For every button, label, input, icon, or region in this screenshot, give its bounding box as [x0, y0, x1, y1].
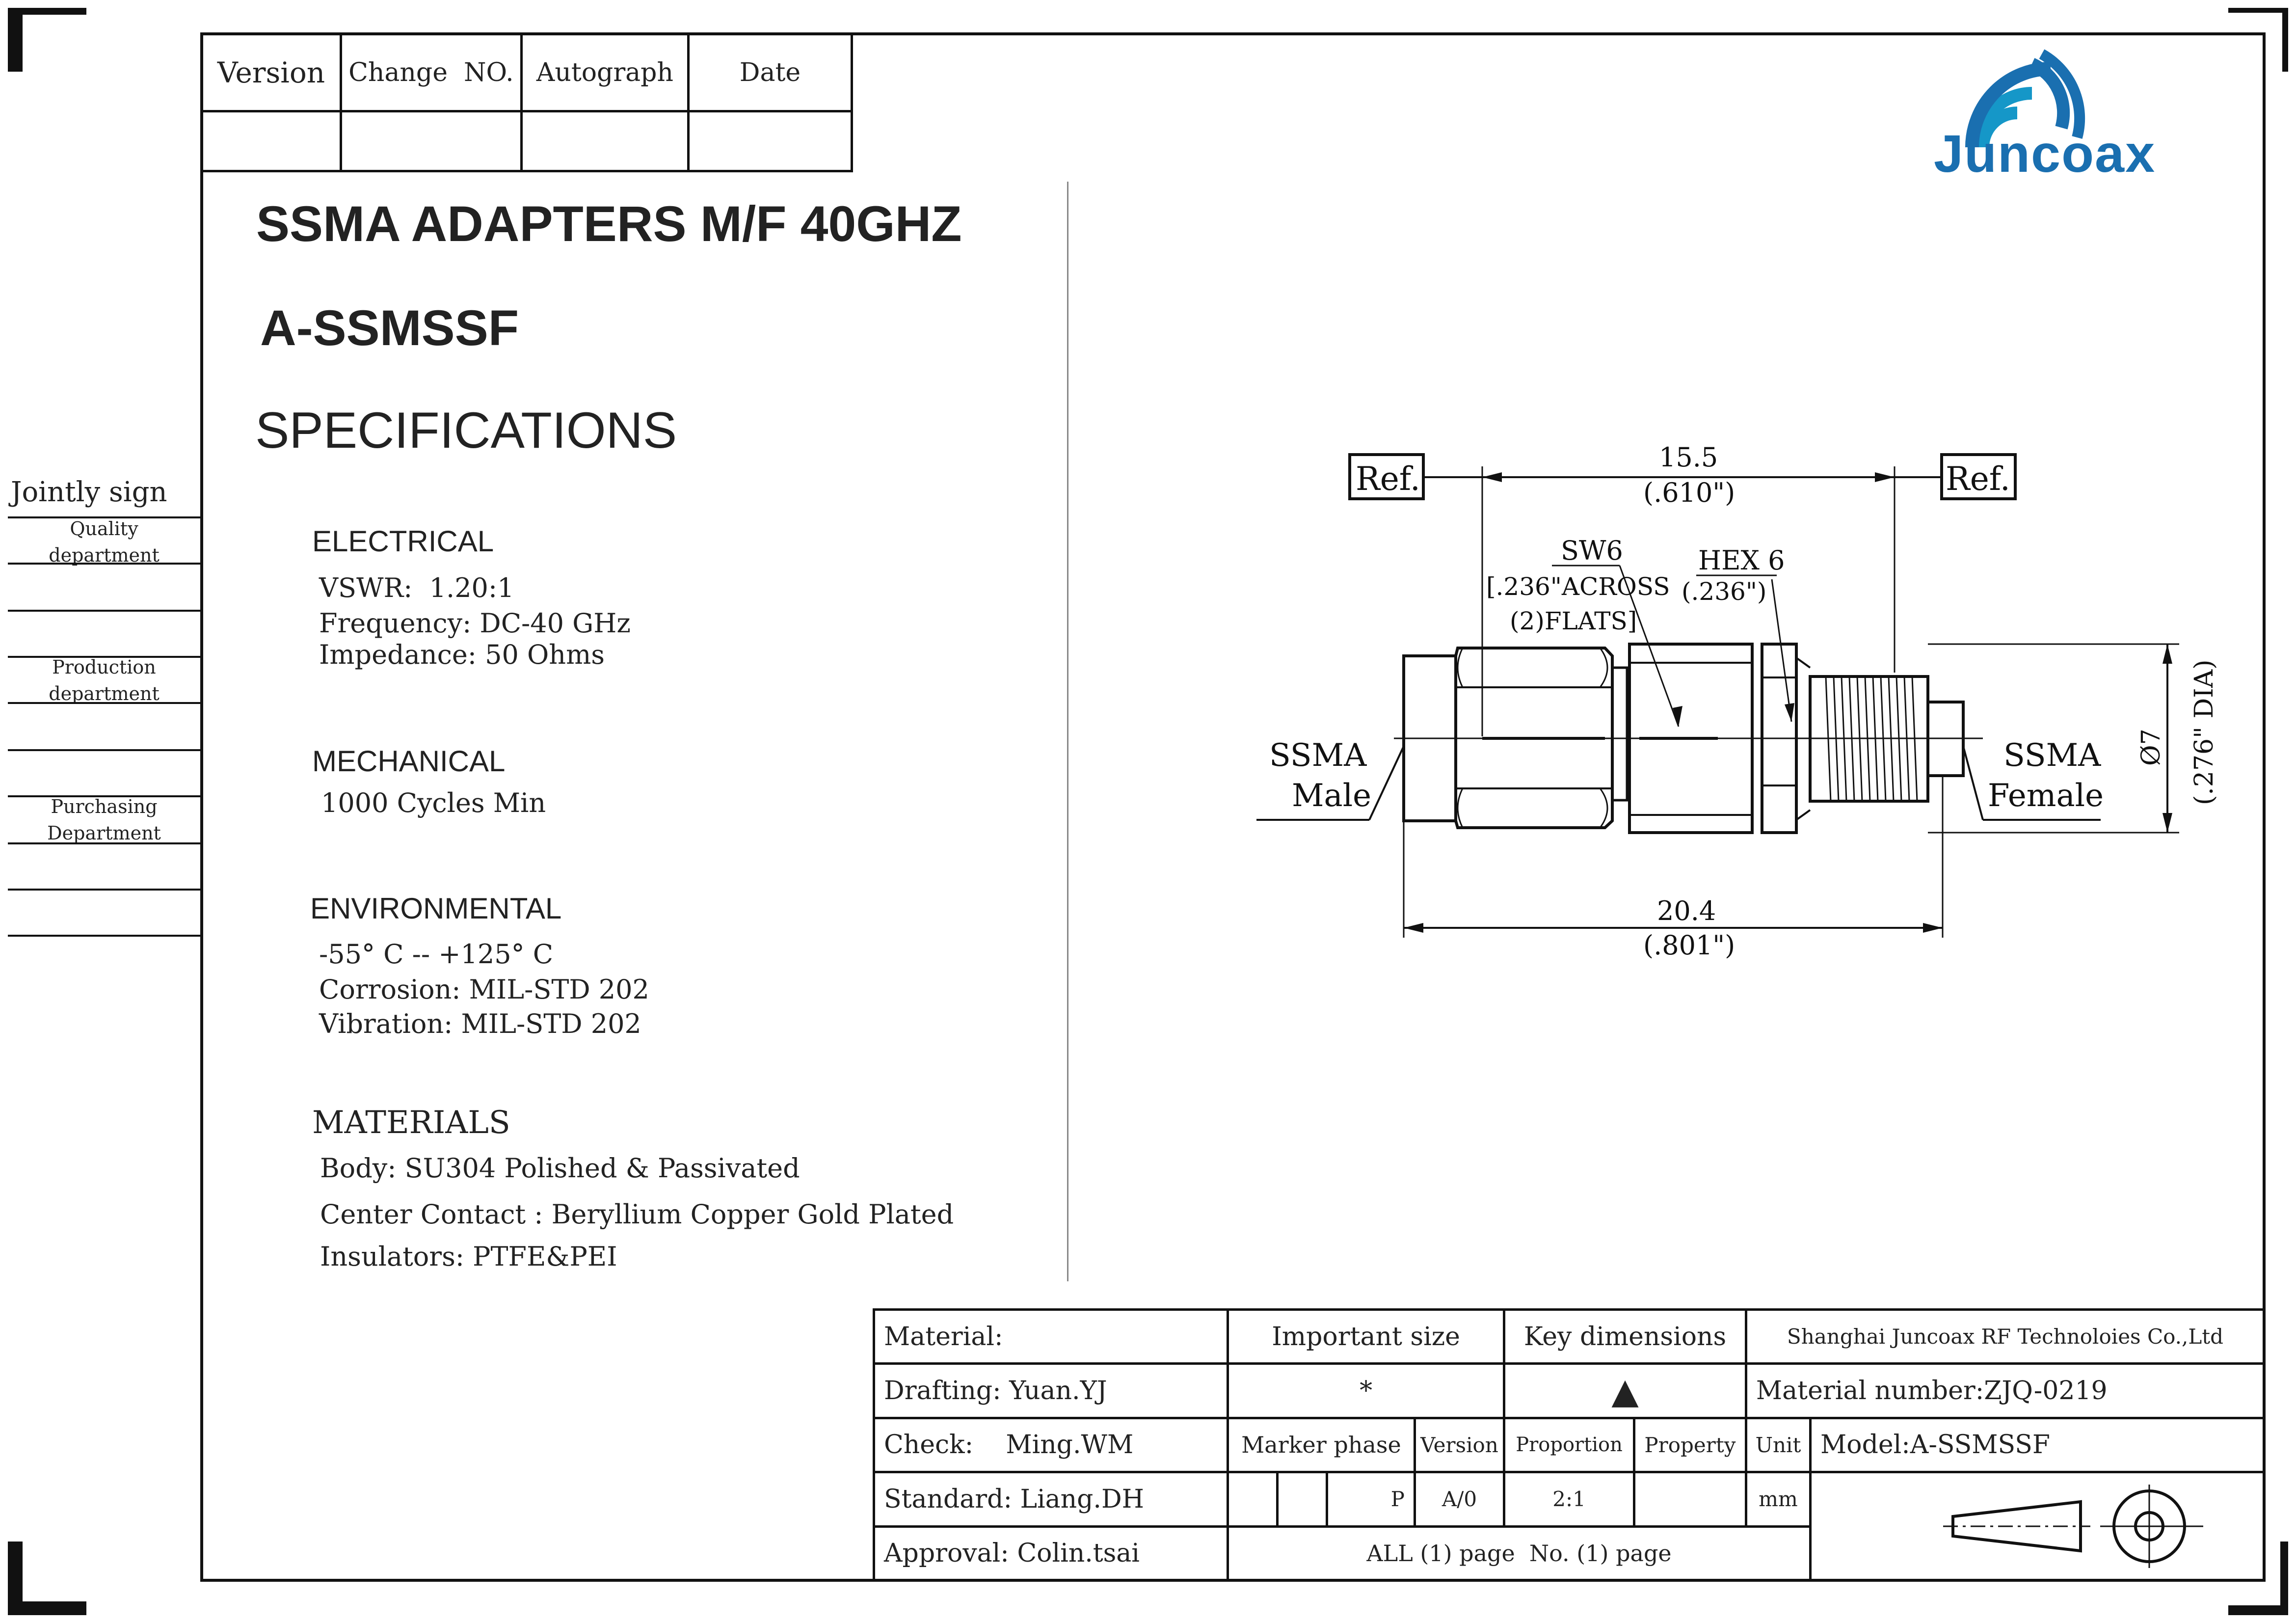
corner-mark-bl-h [8, 1601, 86, 1615]
environmental-vibration: Vibration: MIL-STD 202 [319, 1008, 641, 1039]
materials-body: Body: SU304 Polished & Passivated [320, 1153, 800, 1184]
tb-important-size: Important size [1226, 1308, 1506, 1365]
sign-line [8, 702, 200, 704]
corner-mark-tl-v [8, 8, 23, 72]
company-logo: Juncoax [1934, 49, 2209, 183]
tb-marker-cell [1227, 1471, 1279, 1528]
tb-drafting: Drafting: Yuan.YJ [873, 1362, 1229, 1419]
tb-projection-symbol [1809, 1472, 2266, 1582]
length-mm: 15.5 [1659, 442, 1718, 473]
environmental-temperature: -55° C -- +125° C [319, 939, 554, 970]
materials-heading: MATERIALS [312, 1105, 510, 1141]
sign-line [8, 610, 200, 612]
length-in: (.610") [1643, 477, 1735, 508]
sign-line [8, 935, 200, 937]
corner-mark-tr-v [2282, 8, 2288, 72]
sign-line [8, 563, 200, 565]
sw-in: [.236"ACROSS [1486, 572, 1670, 601]
electrical-frequency: Frequency: DC-40 GHz [319, 608, 631, 639]
materials-insulators: Insulators: PTFE&PEI [320, 1241, 617, 1272]
jointly-sign-label: Jointly sign [11, 476, 167, 508]
hex-in: (.236") [1682, 577, 1766, 606]
sign-line [8, 749, 200, 751]
materials-contact: Center Contact : Beryllium Copper Gold P… [320, 1199, 954, 1230]
sign-line [8, 889, 200, 891]
corner-mark-tr-h [2228, 8, 2287, 13]
sign-line [8, 516, 200, 518]
tb-unit-value: mm [1744, 1471, 1812, 1528]
sign-line [8, 842, 200, 844]
tb-model: Model:A-SSMSSF [1809, 1416, 2266, 1474]
rev-header-autograph: Autograph [520, 32, 690, 112]
electrical-impedance: Impedance: 50 Ohms [319, 639, 605, 670]
tb-version-label: Version [1413, 1416, 1506, 1474]
logo-text: Juncoax [1934, 124, 2156, 183]
tb-standard: Standard: Liang.DH [873, 1471, 1229, 1528]
tb-key-dimensions: Key dimensions [1503, 1308, 1747, 1365]
tb-marker-cell [1276, 1471, 1328, 1528]
overall-in: (.801") [1643, 930, 1735, 961]
sw-flats: (2)FLATS] [1510, 607, 1637, 635]
male-hex-nut [1454, 647, 1614, 829]
rev-header-date: Date [687, 32, 854, 112]
sign-line [8, 656, 200, 658]
tb-approval: Approval: Colin.tsai [873, 1525, 1229, 1582]
female-label-1: SSMA [2003, 737, 2101, 774]
revision-table: Version Change NO. Autograph Date [200, 32, 854, 172]
dept-production: Production department [49, 656, 160, 704]
tb-important-mark: * [1226, 1362, 1506, 1419]
product-title: SSMA ADAPTERS M/F 40GHZ [256, 196, 962, 252]
tb-version-value: A/0 [1413, 1471, 1506, 1528]
third-angle-projection-icon [1943, 1485, 2204, 1569]
mechanical-heading: MECHANICAL [312, 745, 506, 778]
tb-check: Check: Ming.WM [873, 1416, 1229, 1474]
part-number: A-SSMSSF [260, 300, 519, 356]
electrical-heading: ELECTRICAL [312, 525, 494, 558]
overall-mm: 20.4 [1657, 895, 1716, 926]
rev-header-version: Version [200, 32, 343, 112]
ref-right-text: Ref. [1946, 460, 2010, 498]
tb-material: Material: [873, 1308, 1229, 1365]
mechanical-cycles: 1000 Cycles Min [321, 787, 546, 818]
dia-in: (.276" DIA) [2189, 659, 2219, 805]
logo-signal-icon [1965, 49, 2085, 148]
hex-label: HEX 6 [1698, 545, 1785, 576]
tb-marker-phase: Marker phase [1227, 1416, 1416, 1474]
rev-cell [687, 110, 854, 172]
dept-quality: Quality department [49, 518, 160, 566]
tb-proportion-value: 2:1 [1503, 1471, 1635, 1528]
adapter-drawing: Ref. Ref. 15.5 (.610") SW6 [.236"ACROSS … [1256, 442, 2219, 961]
rev-cell [520, 110, 690, 172]
environmental-heading: ENVIRONMENTAL [310, 892, 562, 925]
tb-key-mark: ▲ [1503, 1362, 1747, 1419]
tb-pages: ALL (1) page No. (1) page [1226, 1525, 1812, 1582]
male-label-2: Male [1292, 778, 1371, 814]
dept-purchasing: Purchasing Department [47, 796, 161, 844]
male-label-1: SSMA [1269, 737, 1367, 774]
sign-line [8, 795, 200, 797]
specs-heading: SPECIFICATIONS [255, 402, 677, 459]
dia-label: Ø7 [2136, 729, 2166, 766]
ref-left-text: Ref. [1356, 460, 1420, 498]
tb-proportion-label: Proportion [1503, 1416, 1635, 1474]
tb-marker-value: P [1326, 1471, 1416, 1528]
rev-header-change: Change NO. [340, 32, 523, 112]
rev-cell [340, 110, 523, 172]
tb-material-number: Material number:ZJQ-0219 [1744, 1362, 2266, 1419]
electrical-vswr: VSWR: 1.20:1 [319, 572, 514, 603]
tb-property-label: Property [1632, 1416, 1747, 1474]
tb-unit-label: Unit [1744, 1416, 1812, 1474]
corner-mark-br-h [2228, 1605, 2287, 1615]
column-divider [1067, 182, 1068, 1281]
rev-cell [200, 110, 343, 172]
corner-mark-br-v [2280, 1542, 2288, 1615]
tb-property-value [1632, 1471, 1747, 1528]
environmental-corrosion: Corrosion: MIL-STD 202 [319, 974, 649, 1005]
corner-mark-tl-h [8, 8, 86, 15]
tb-company-name: Shanghai Juncoax RF Technoloies Co.,Ltd [1744, 1308, 2266, 1365]
female-label-2: Female [1988, 778, 2104, 814]
sw-label: SW6 [1561, 535, 1623, 566]
title-block: Material: Important size Key dimensions … [873, 1308, 2266, 1582]
